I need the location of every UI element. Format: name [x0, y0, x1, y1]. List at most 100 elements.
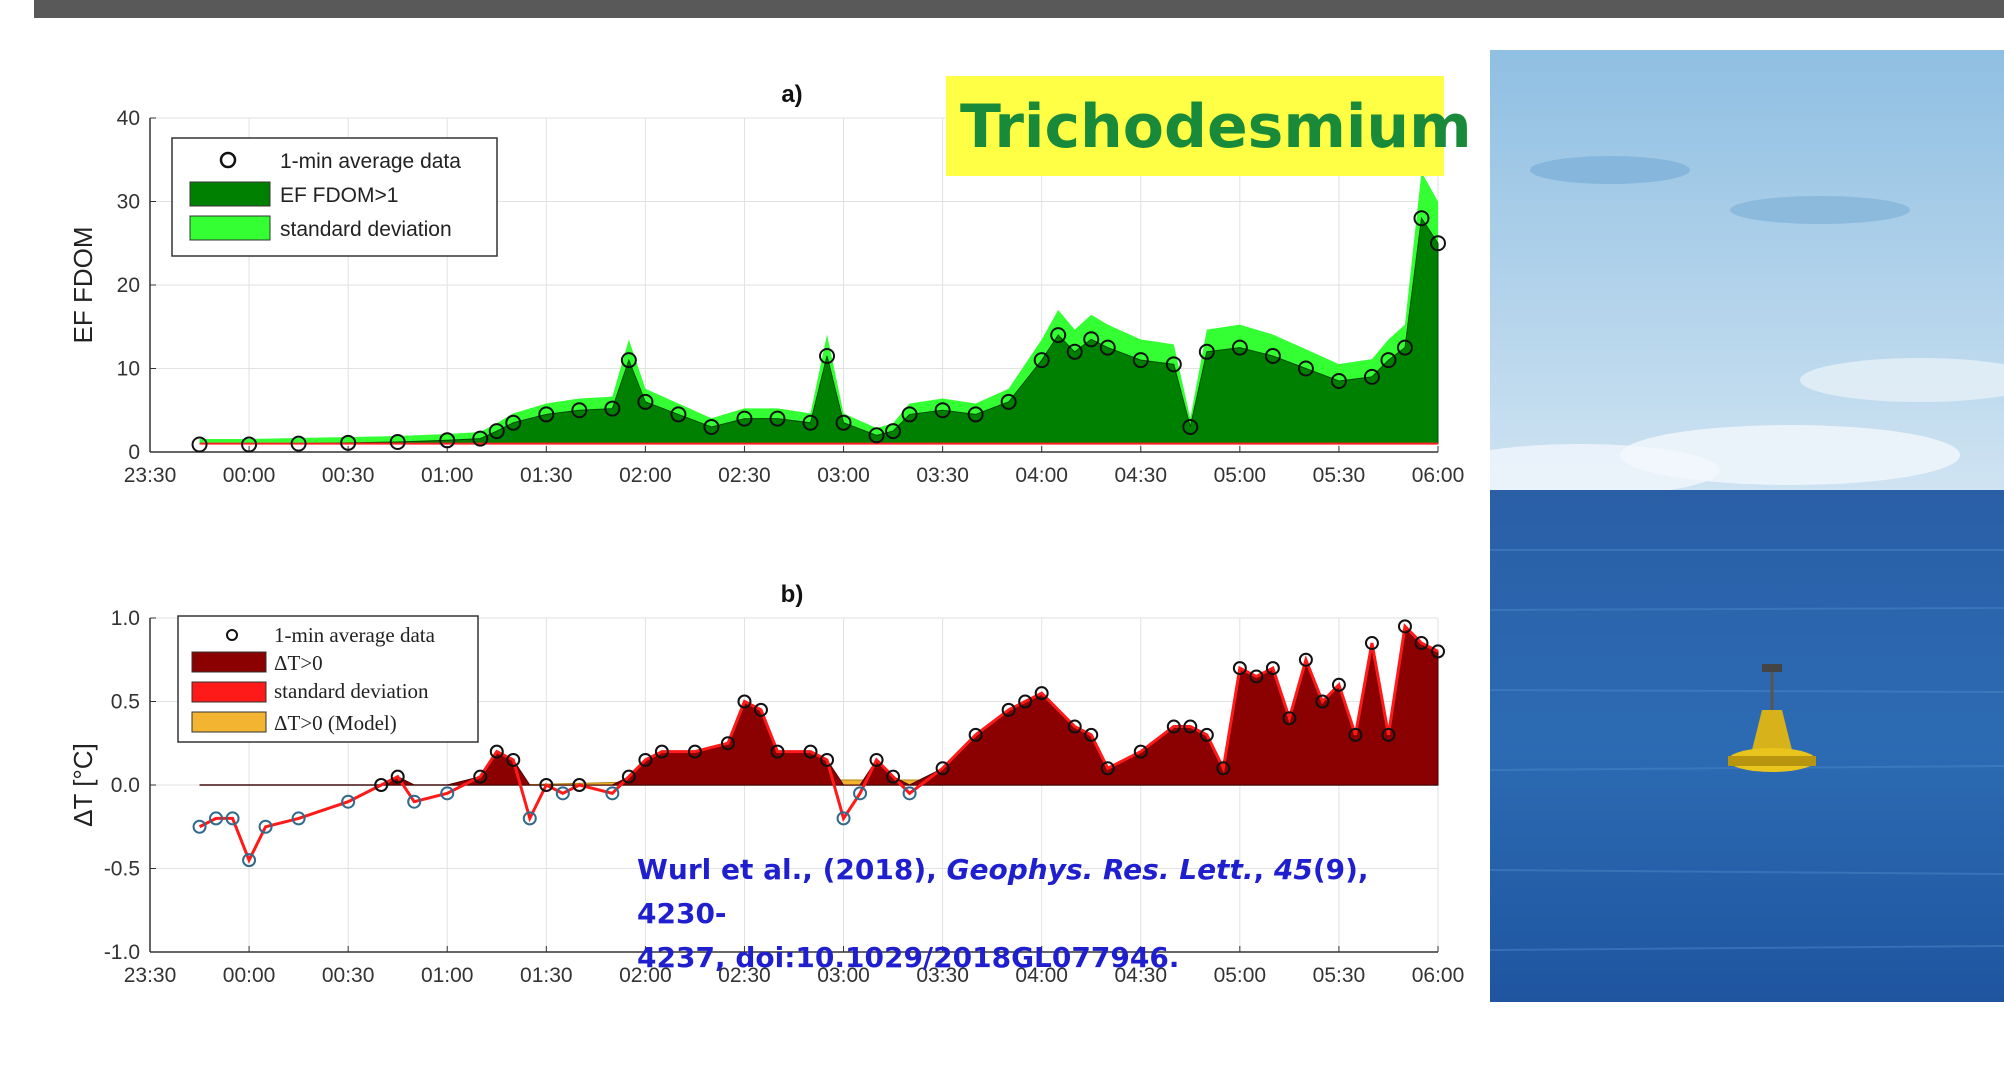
y-axis-label: ΔT [°C] [68, 743, 98, 827]
data-point [1430, 235, 1446, 252]
waves [1490, 549, 2004, 951]
data-point [242, 853, 257, 868]
data-point [868, 427, 885, 444]
y-axis-label: EF FDOM [68, 227, 98, 344]
cloud [1730, 196, 1910, 224]
legend-swatch-fdom [189, 181, 271, 207]
data-point [439, 432, 456, 449]
data-point [225, 811, 240, 826]
legend-label: standard deviation [280, 218, 452, 241]
data-point [604, 400, 621, 417]
data-point [571, 402, 588, 419]
data-point [687, 744, 702, 759]
x-tick-label: 04:00 [1015, 464, 1068, 487]
ocean-scene [1490, 50, 2004, 1002]
cloud [1530, 156, 1690, 184]
x-tick-label: 02:30 [718, 964, 771, 987]
x-tick-label: 03:00 [817, 964, 870, 987]
x-tick-label: 06:00 [1412, 964, 1465, 987]
data-point [1364, 636, 1379, 651]
x-tick-label: 01:30 [520, 464, 573, 487]
x-tick-label: 23:30 [124, 464, 177, 487]
x-tick-label: 03:00 [817, 464, 870, 487]
data-point [869, 752, 884, 767]
data-point [934, 402, 951, 419]
data-point [770, 744, 785, 759]
data-point [1001, 702, 1016, 717]
data-point [290, 435, 307, 452]
data-point [1033, 352, 1050, 369]
data-point [340, 434, 357, 451]
data-point [488, 423, 505, 440]
data-point [1231, 339, 1248, 356]
x-tick-label: 03:30 [916, 964, 969, 987]
data-point [1431, 644, 1445, 659]
x-tick-label: 06:00 [1412, 464, 1465, 487]
x-tick-label: 05:00 [1214, 464, 1267, 487]
x-tick-label: 01:00 [421, 964, 474, 987]
data-point [1083, 331, 1100, 348]
y-tick-label: 40 [117, 107, 140, 130]
data-point [902, 786, 917, 801]
data-point [472, 430, 489, 447]
legend-label: 1-min average data [280, 150, 461, 173]
legend-swatch-std [189, 215, 271, 241]
legend-marker-circle [219, 151, 237, 169]
data-point [1166, 719, 1181, 734]
data-point [572, 778, 587, 792]
data-point [505, 414, 522, 431]
data-point [1282, 711, 1297, 726]
data-point [1182, 418, 1199, 435]
data-point [1084, 727, 1099, 742]
legend-label: standard deviation [274, 679, 429, 703]
data-point [191, 436, 208, 453]
data-point [901, 406, 918, 423]
data-point [1198, 343, 1215, 360]
y-tick-label: 0.0 [111, 774, 140, 797]
data-point [209, 811, 224, 826]
data-point [1298, 652, 1313, 667]
top-bar [34, 0, 2004, 18]
ocean-buoy-photo [1490, 50, 2004, 1002]
citation-sep: , [1253, 853, 1274, 886]
data-point [1380, 352, 1397, 369]
data-point [670, 406, 687, 423]
data-point [736, 410, 753, 427]
data-point [885, 423, 902, 440]
x-tick-label: 00:00 [223, 464, 276, 487]
data-point [1264, 347, 1281, 364]
data-point [522, 811, 537, 826]
data-point [654, 744, 669, 759]
cloud [1620, 425, 1960, 485]
x-tick-label: 01:00 [421, 464, 474, 487]
data-point [1216, 761, 1231, 776]
y-tick-label: 0.5 [111, 691, 140, 714]
cloud [1800, 358, 2004, 402]
data-point [820, 752, 835, 767]
data-point [473, 769, 488, 784]
x-tick-label: 23:30 [124, 964, 177, 987]
data-point [1199, 727, 1214, 742]
x-tick-label: 00:00 [223, 964, 276, 987]
citation-issue: (9), 4230- [637, 853, 1369, 930]
data-point [1100, 761, 1115, 776]
x-tick-label: 02:00 [619, 464, 672, 487]
legend-swatch-model [191, 711, 267, 733]
data-point [1414, 636, 1429, 651]
citation-volume: 45 [1273, 853, 1313, 886]
data-point [258, 819, 273, 834]
data-point [291, 811, 306, 826]
data-point [605, 786, 620, 801]
data-point [886, 769, 901, 784]
data-point [967, 406, 984, 423]
data-point [737, 694, 752, 709]
data-point [1050, 327, 1067, 344]
y-tick-label: 1.0 [111, 607, 140, 630]
data-point [769, 410, 786, 427]
data-point [802, 414, 819, 431]
data-point [1397, 619, 1412, 634]
data-point [836, 811, 851, 826]
